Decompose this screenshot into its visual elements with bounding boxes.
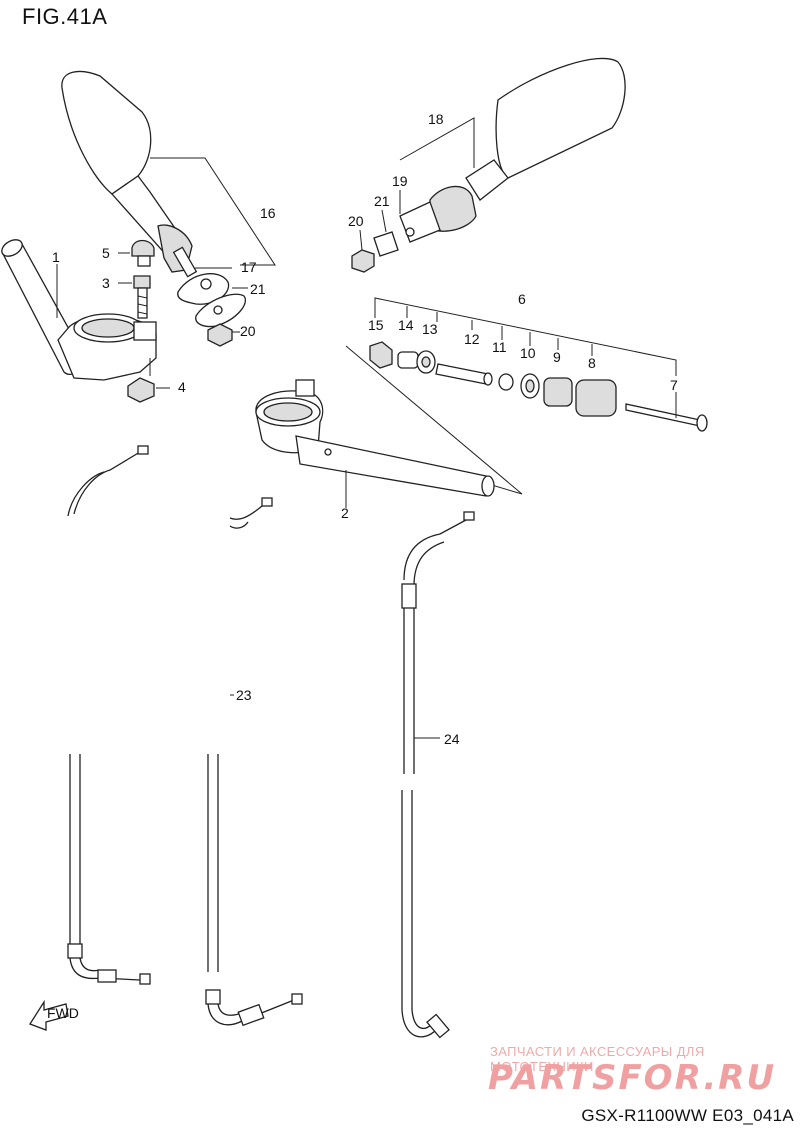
spacer-21-left bbox=[195, 293, 246, 328]
callout-21-right: 21 bbox=[374, 193, 390, 209]
bolt-3 bbox=[133, 275, 151, 319]
right-mirror bbox=[399, 57, 626, 243]
bar-end-8 bbox=[575, 379, 617, 417]
ring-10 bbox=[520, 373, 540, 399]
callout-16: 16 bbox=[260, 205, 276, 221]
weight-9 bbox=[543, 377, 573, 407]
rod-12 bbox=[435, 363, 493, 386]
callout-24: 24 bbox=[444, 731, 460, 747]
callout-9: 9 bbox=[553, 349, 561, 365]
nut-15 bbox=[369, 341, 393, 369]
right-clip-on-handlebar bbox=[255, 345, 523, 497]
washer-13 bbox=[416, 350, 436, 374]
switch-lead-right bbox=[229, 497, 273, 529]
callout-4: 4 bbox=[178, 379, 186, 395]
collar-14 bbox=[397, 351, 419, 369]
nut-20-right bbox=[351, 249, 375, 273]
callout-3: 3 bbox=[102, 275, 110, 291]
throttle-cable-24 bbox=[401, 511, 475, 1039]
left-mirror bbox=[61, 70, 198, 278]
callout-18: 18 bbox=[428, 111, 444, 127]
callout-8: 8 bbox=[588, 355, 596, 371]
callout-1: 1 bbox=[52, 249, 60, 265]
callout-11: 11 bbox=[492, 339, 507, 355]
screw-7 bbox=[625, 392, 708, 432]
nut-4 bbox=[127, 377, 170, 403]
parts-6-bracket bbox=[374, 297, 677, 376]
callout-6: 6 bbox=[518, 291, 526, 307]
callout-13: 13 bbox=[422, 321, 438, 337]
fwd-label: FWD bbox=[47, 1005, 79, 1021]
callout-21-left: 21 bbox=[250, 281, 266, 297]
callout-labels: 1 2 3 4 5 6 7 8 9 10 11 12 13 14 15 16 1… bbox=[52, 111, 678, 747]
lead-lines-16-17 bbox=[150, 157, 276, 269]
callout-14: 14 bbox=[398, 317, 414, 333]
callout-10: 10 bbox=[520, 345, 536, 361]
nut-20-left bbox=[207, 323, 240, 347]
callout-2: 2 bbox=[341, 505, 349, 521]
callout-17: 17 bbox=[241, 259, 257, 275]
fwd-arrow-icon: FWD bbox=[29, 999, 79, 1031]
callout-19: 19 bbox=[392, 173, 408, 189]
throttle-cable-23 bbox=[67, 754, 303, 1027]
callout-20-left: 20 bbox=[240, 323, 256, 339]
callout-20-right: 20 bbox=[348, 213, 364, 229]
watermark-logo: PARTSFOR.RU bbox=[488, 1058, 777, 1098]
left-clip-on-handlebar bbox=[1, 239, 157, 381]
callout-23: 23 bbox=[236, 687, 252, 703]
figure-title: FIG.41A bbox=[22, 4, 108, 29]
bolt-5 bbox=[131, 239, 155, 267]
lead-lines-18-19 bbox=[359, 117, 475, 251]
spacer-21-right bbox=[373, 231, 399, 257]
callout-15: 15 bbox=[368, 317, 384, 333]
callout-12: 12 bbox=[464, 331, 480, 347]
callout-5: 5 bbox=[102, 245, 110, 261]
watermark-tagline: ЗАПЧАСТИ И АКСЕССУАРЫ ДЛЯ МОТОТЕХНИКИ bbox=[490, 1044, 705, 1074]
callout-7: 7 bbox=[670, 377, 678, 393]
mirror-mount-plate-17 bbox=[177, 273, 230, 305]
nut-11 bbox=[498, 373, 514, 391]
switch-lead-left bbox=[67, 445, 149, 517]
figure-footer-code: GSX-R1100WW E03_041A bbox=[581, 1106, 794, 1125]
